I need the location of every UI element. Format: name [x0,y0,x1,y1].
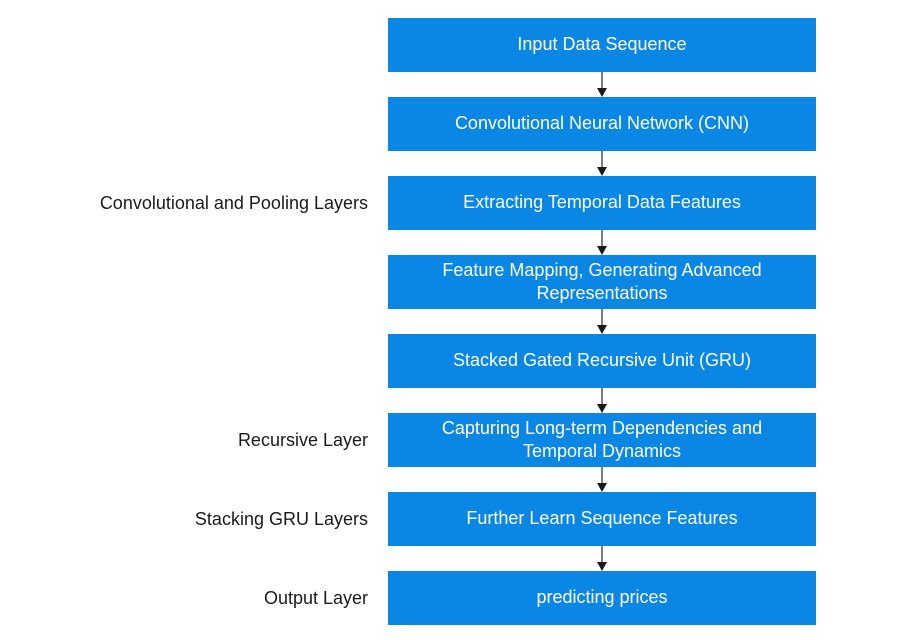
flow-connector [388,309,816,334]
flow-box-label: Capturing Long-term Dependencies and Tem… [441,417,763,461]
flow-box-capturing-dependencies: Capturing Long-term Dependencies and Tem… [388,413,816,467]
arrow-shaft [601,388,603,404]
arrow-down-icon [597,562,607,571]
side-label-conv-pooling: Convolutional and Pooling Layers [99,192,368,213]
side-label [0,334,388,388]
flow-box-label: Convolutional Neural Network (CNN) [454,113,750,134]
flow-connector [388,151,816,176]
flow-connector [388,72,816,97]
side-label-output-layer: Output Layer [263,587,368,608]
side-label [0,255,388,309]
flow-row-extracting: Convolutional and Pooling Layers Extract… [0,176,900,230]
side-label-recursive-layer: Recursive Layer [237,429,368,450]
arrow-shaft [601,230,603,246]
arrow-shaft [601,72,603,88]
flow-row-cnn: Convolutional Neural Network (CNN) [0,97,900,151]
side-label [0,97,388,151]
flow-connector [388,467,816,492]
flow-box-further-learn: Further Learn Sequence Features [388,492,816,546]
flow-box-label: Stacked Gated Recursive Unit (GRU) [452,350,752,371]
flow-row-gru: Stacked Gated Recursive Unit (GRU) [0,334,900,388]
side-label-stacking-gru: Stacking GRU Layers [194,508,368,529]
flow-box-input-data: Input Data Sequence [388,18,816,72]
arrow-shaft [601,467,603,483]
arrow-down-icon [597,483,607,492]
flow-box-label: Extracting Temporal Data Features [463,192,741,213]
side-label [0,18,388,72]
flow-row-feature-mapping: Feature Mapping, Generating Advanced Rep… [0,255,900,309]
arrow-shaft [601,546,603,562]
flow-connector [388,546,816,571]
flow-connector [388,388,816,413]
flow-box-label: predicting prices [536,587,668,608]
flow-box-label: Feature Mapping, Generating Advanced Rep… [442,259,762,303]
flow-row-further-learn: Stacking GRU Layers Further Learn Sequen… [0,492,900,546]
flow-row-output: Output Layer predicting prices [0,571,900,625]
arrow-down-icon [597,404,607,413]
flow-box-stacked-gru: Stacked Gated Recursive Unit (GRU) [388,334,816,388]
flow-connector [388,230,816,255]
flow-box-label: Further Learn Sequence Features [466,508,738,529]
flow-box-feature-mapping: Feature Mapping, Generating Advanced Rep… [388,255,816,309]
flow-row-input: Input Data Sequence [0,18,900,72]
arrow-down-icon [597,246,607,255]
arrow-shaft [601,309,603,325]
flow-box-extracting-features: Extracting Temporal Data Features [388,176,816,230]
arrow-down-icon [597,325,607,334]
arrow-shaft [601,151,603,167]
flow-box-label: Input Data Sequence [517,34,687,55]
flow-row-capturing: Recursive Layer Capturing Long-term Depe… [0,413,900,467]
arrow-down-icon [597,88,607,97]
flow-box-cnn: Convolutional Neural Network (CNN) [388,97,816,151]
arrow-down-icon [597,167,607,176]
flow-box-predicting-prices: predicting prices [388,571,816,625]
